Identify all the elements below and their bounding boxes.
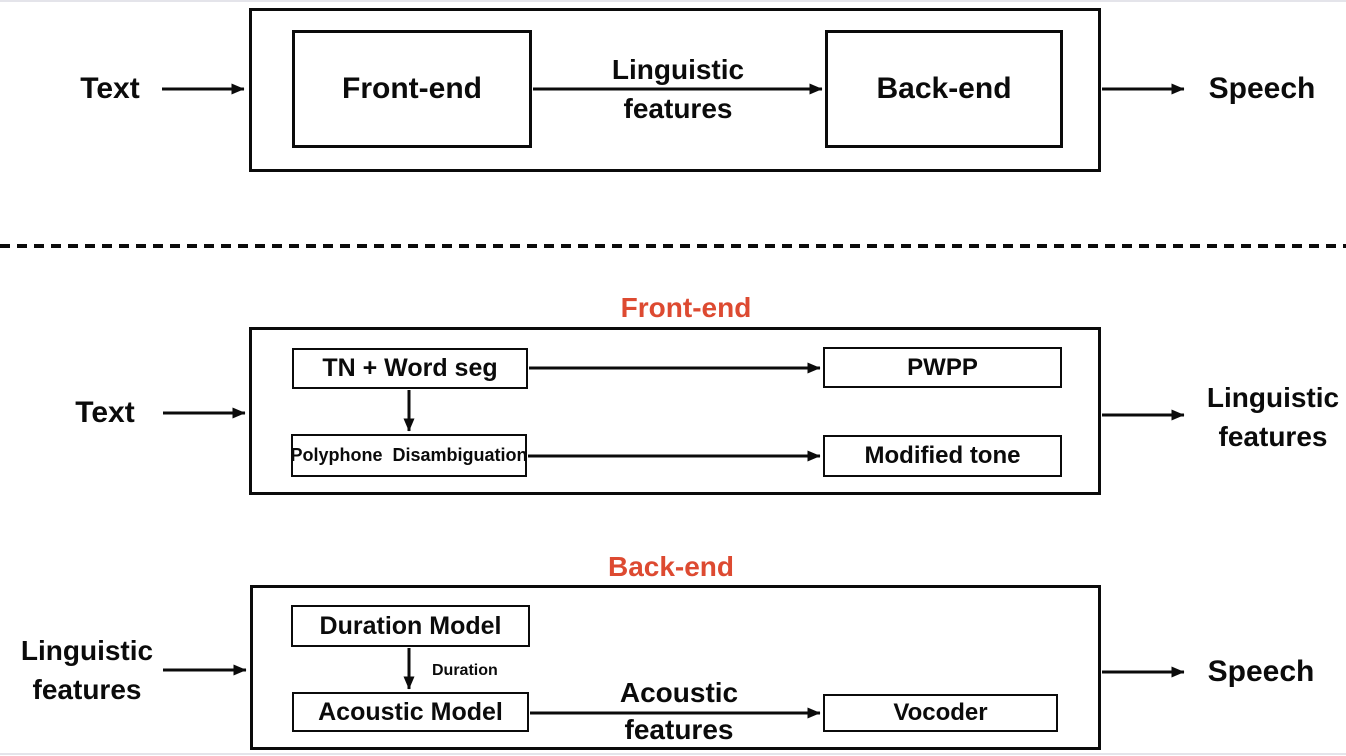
backend-input-line2: features xyxy=(32,674,142,705)
backend-input-line1: Linguistic xyxy=(20,635,154,666)
backend-section-title: Back-end xyxy=(607,551,735,582)
edge-label-line2: features xyxy=(623,93,733,124)
modified-tone-box: Modified tone xyxy=(823,435,1062,477)
acoustic-model-label: Acoustic Model xyxy=(318,697,503,726)
window-top-edge xyxy=(0,0,1346,2)
acoustic-model-box: Acoustic Model xyxy=(292,692,529,732)
frontend-section-title: Front-end xyxy=(620,292,752,323)
frontend-input-label: Text xyxy=(75,395,135,429)
overview-output-label: Speech xyxy=(1208,71,1316,105)
overview-container-box xyxy=(249,8,1101,172)
acoustic-features-line1: Acoustic xyxy=(619,677,739,708)
acoustic-features-edge-label: Acoustic features xyxy=(620,674,738,748)
polyphone-disambiguation-box: Polyphone Disambiguation xyxy=(290,434,528,477)
overview-edge-label-linguistic-features: Linguistic features xyxy=(612,50,744,128)
window-bottom-edge xyxy=(0,753,1346,755)
tn-word-seg-box: TN + Word seg xyxy=(292,348,528,389)
vocoder-label: Vocoder xyxy=(893,699,988,726)
acoustic-features-line2: features xyxy=(624,714,734,745)
overview-backend-box-label: Back-end xyxy=(876,72,1012,105)
overview-input-label: Text xyxy=(80,71,140,105)
frontend-output-line1: Linguistic xyxy=(1206,382,1340,413)
frontend-output-line2: features xyxy=(1218,421,1328,452)
backend-input-label-linguistic-features: Linguistic features xyxy=(21,631,153,709)
overview-backend-box: Back-end xyxy=(825,30,1063,148)
duration-model-box: Duration Model xyxy=(291,605,530,647)
modified-tone-label: Modified tone xyxy=(864,442,1021,469)
tn-word-seg-label: TN + Word seg xyxy=(322,354,498,382)
pwpp-box: PWPP xyxy=(823,347,1062,388)
frontend-container-box xyxy=(249,327,1101,495)
pwpp-label: PWPP xyxy=(907,353,978,381)
duration-model-label: Duration Model xyxy=(319,611,502,640)
edge-label-line1: Linguistic xyxy=(611,54,745,85)
overview-frontend-box: Front-end xyxy=(292,30,532,148)
section-divider-dashed-line xyxy=(0,244,1346,248)
frontend-output-label-linguistic-features: Linguistic features xyxy=(1207,378,1339,456)
vocoder-box: Vocoder xyxy=(823,694,1058,732)
overview-frontend-box-label: Front-end xyxy=(342,72,482,105)
duration-edge-label: Duration xyxy=(432,662,498,679)
backend-output-label: Speech xyxy=(1207,654,1315,688)
backend-container-box xyxy=(250,585,1101,750)
polyphone-disambiguation-label: Polyphone Disambiguation xyxy=(290,445,528,465)
